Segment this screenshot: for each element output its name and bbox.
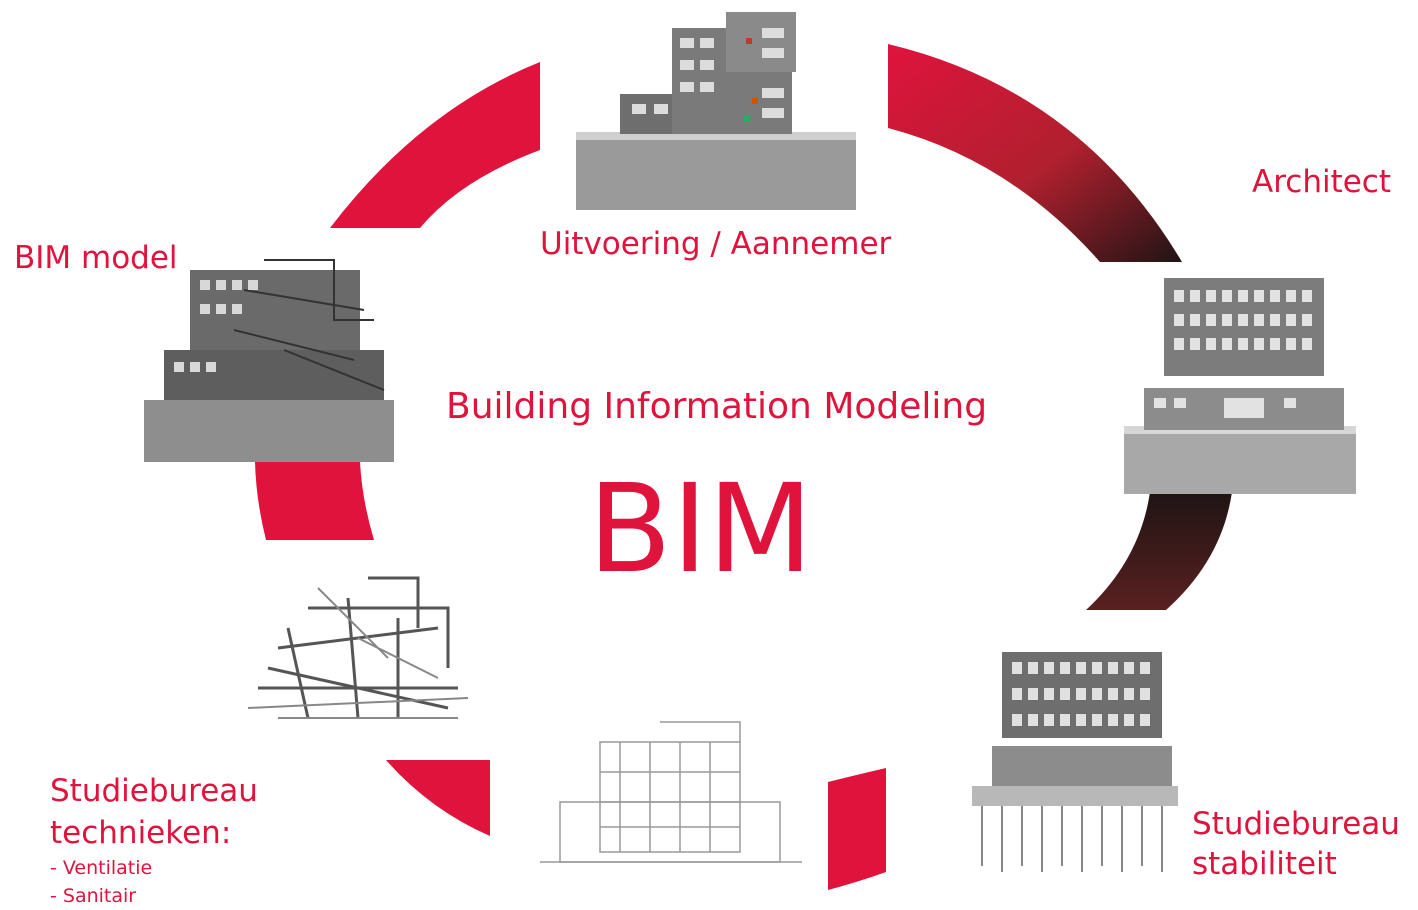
mep-model-image: [248, 576, 469, 719]
label-techniques-line2: technieken:: [50, 815, 232, 851]
arc-bottom-right: [828, 768, 886, 890]
center-subtitle: Building Information Modeling: [446, 386, 988, 427]
center-title: BIM: [588, 458, 813, 600]
arc-top-left: [330, 62, 540, 228]
arc-right-lower: [1086, 492, 1232, 610]
label-techniques-item-sanitair: - Sanitair: [50, 885, 137, 907]
building-contractor-image: [576, 12, 856, 210]
arc-left-middle: [255, 462, 374, 540]
label-techniques: Studiebureau technieken: - Ventilatie - …: [50, 770, 258, 910]
label-techniques-item-ventilatie: - Ventilatie: [50, 857, 153, 879]
label-contractor: Uitvoering / Aannemer: [540, 226, 892, 262]
label-stability: Studiebureau stabiliteit: [1192, 804, 1400, 884]
building-bim-model-image: [144, 259, 394, 462]
arc-bottom-left: [386, 760, 490, 836]
wireframe-model-image: [540, 721, 802, 863]
label-stability-line2: stabiliteit: [1192, 846, 1337, 882]
label-stability-line1: Studiebureau: [1192, 806, 1400, 842]
label-architect: Architect: [1252, 164, 1392, 200]
arc-top-right: [888, 44, 1182, 262]
label-bim-model: BIM model: [14, 240, 178, 276]
label-techniques-line1: Studiebureau: [50, 773, 258, 809]
building-stability-image: [972, 652, 1178, 872]
building-architect-image: [1124, 278, 1356, 494]
